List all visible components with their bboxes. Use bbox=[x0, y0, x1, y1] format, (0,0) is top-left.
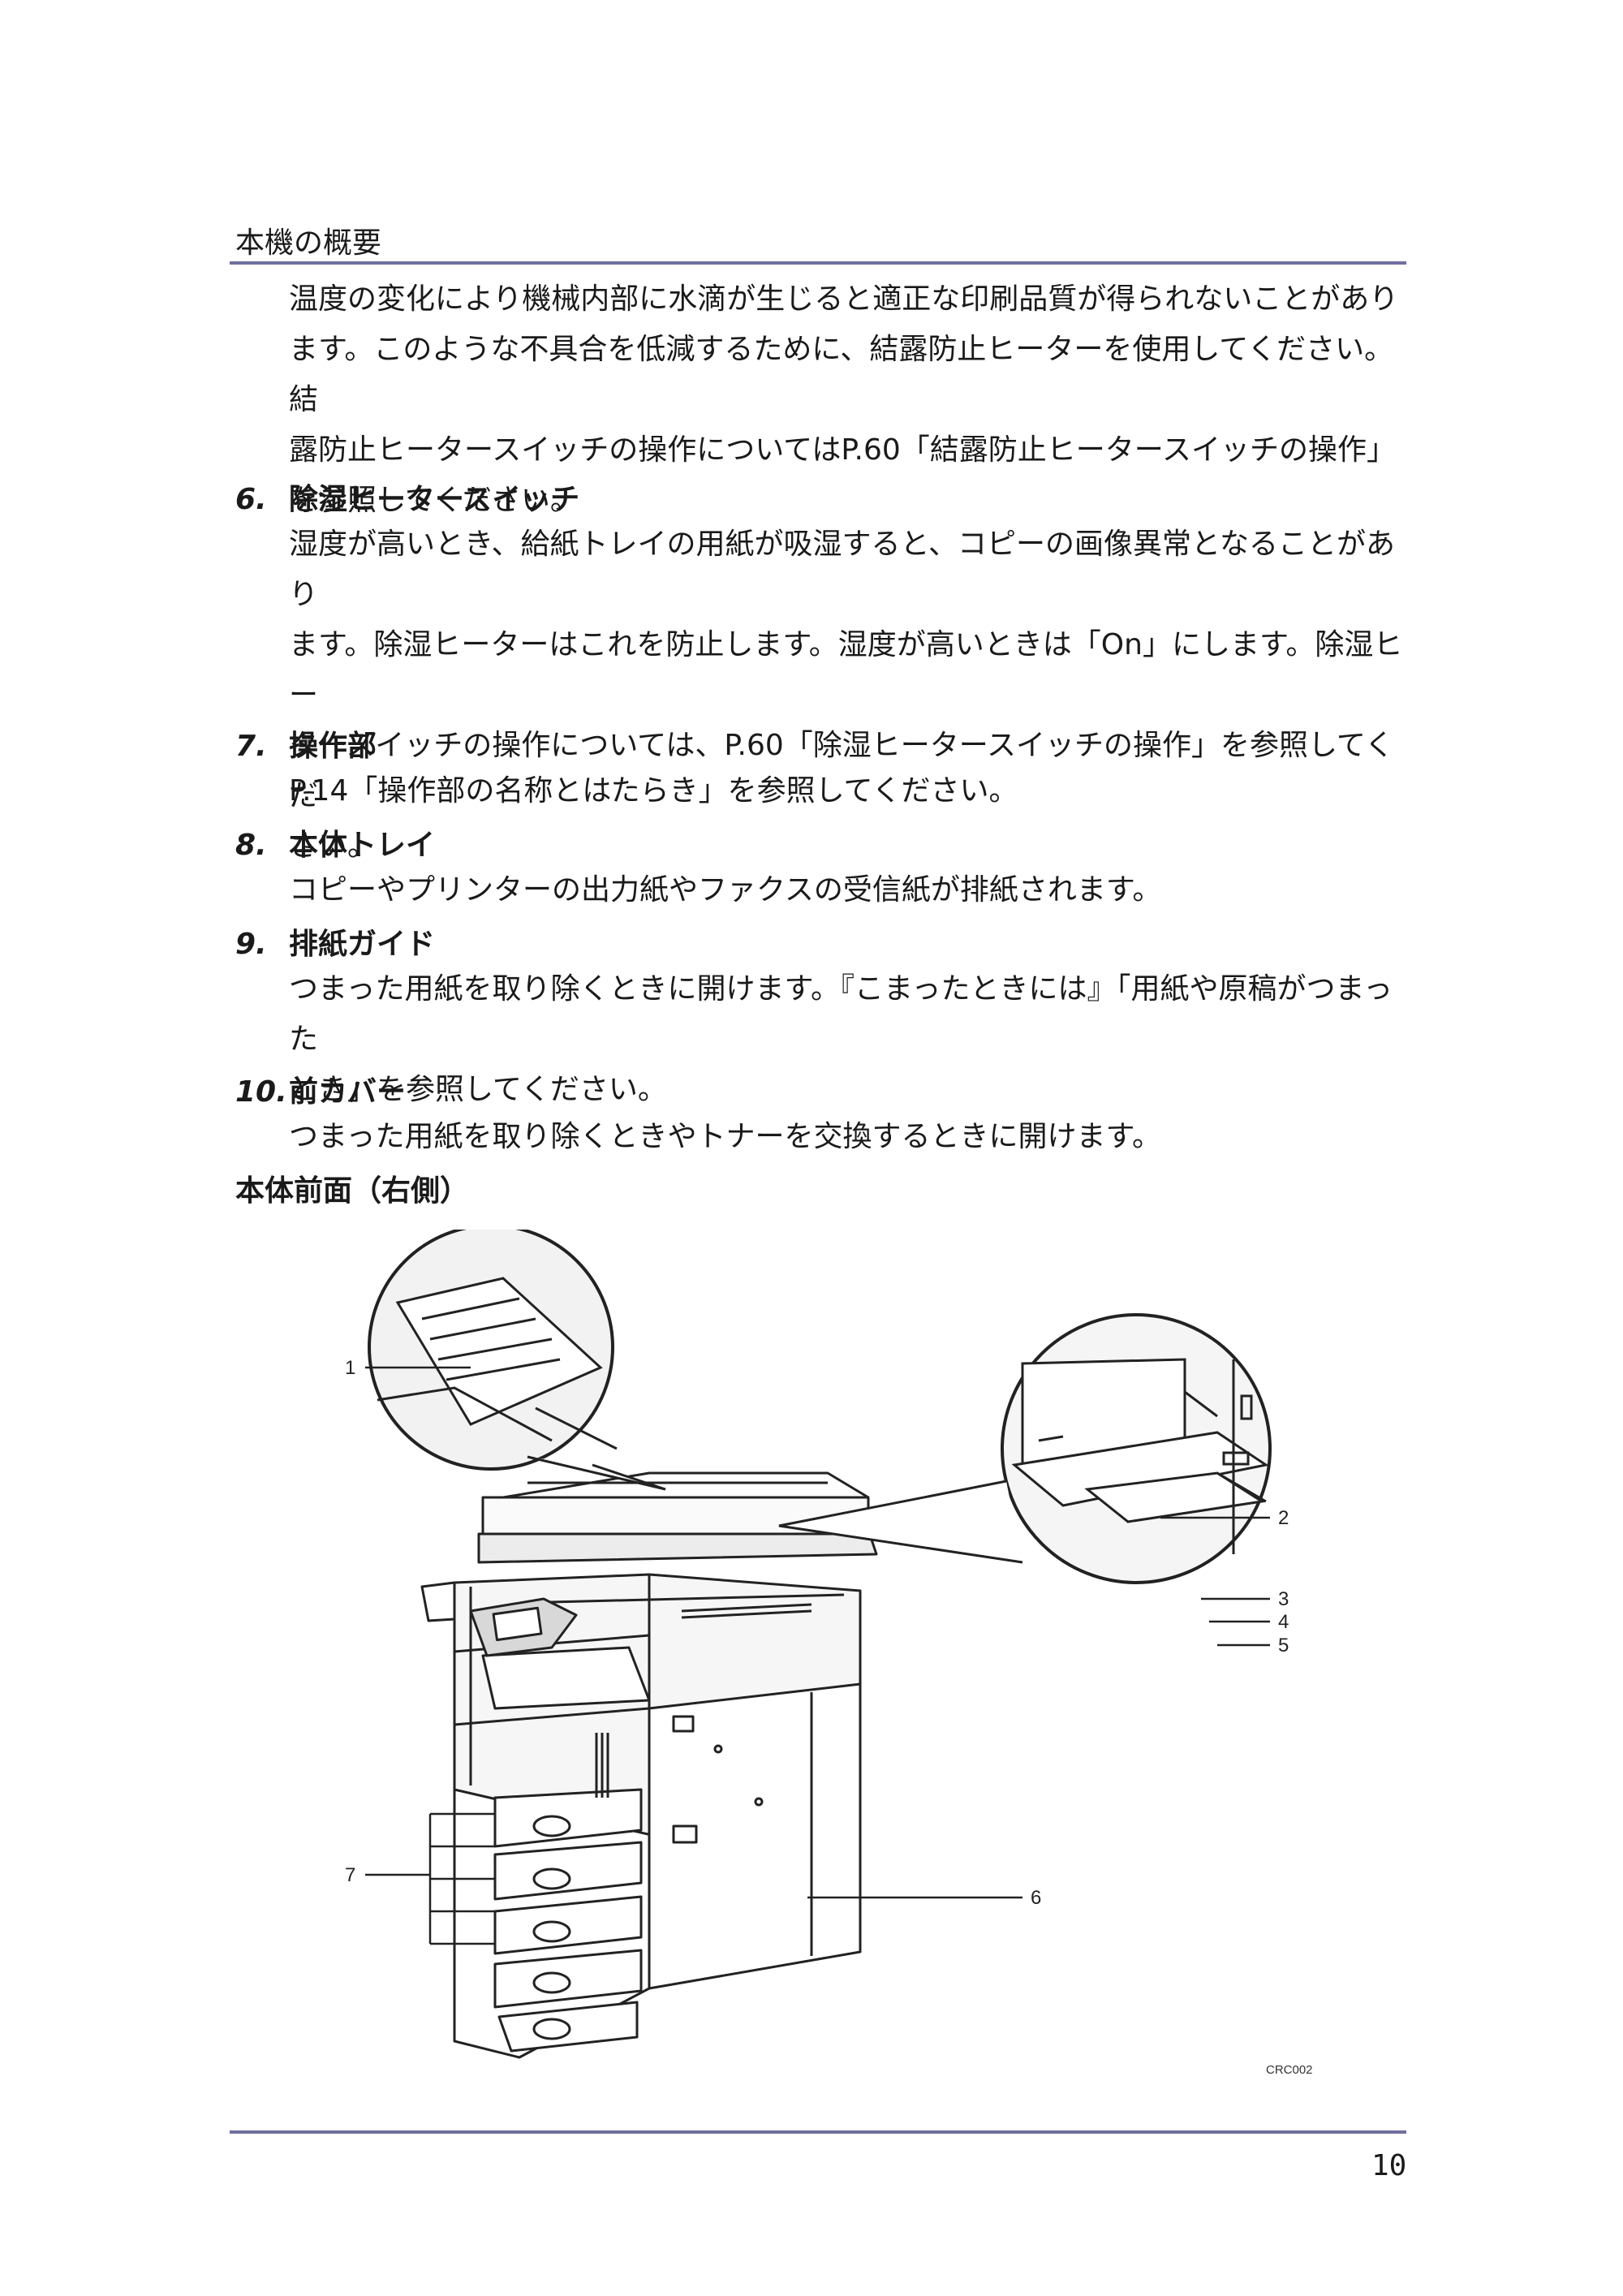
item-number: 9. bbox=[235, 928, 267, 961]
paragraph-dehumidify-heater: 湿度が高いとき、給紙トレイの用紙が吸湿すると、コピーの画像異常となることがあり … bbox=[289, 519, 1409, 872]
callout-4: 4 bbox=[1278, 1611, 1289, 1633]
text-line: タースイッチの操作については、P.60「除湿ヒータースイッチの操作」を参照してく… bbox=[289, 729, 1394, 812]
machine-illustration: 1 2 3 4 5 6 7 CRC002 bbox=[308, 1230, 1339, 2082]
item-7-heading: 7. 操作部 bbox=[235, 722, 377, 765]
item-number: 6. bbox=[235, 483, 267, 516]
text-line: 温度の変化により機械内部に水滴が生じると適正な印刷品質が得られないことがあり bbox=[289, 282, 1399, 316]
item-6-heading: 6. 除湿ヒータースイッチ bbox=[235, 476, 579, 518]
item-title: 前カバー bbox=[289, 1075, 407, 1109]
callout-6: 6 bbox=[1031, 1887, 1041, 1909]
text-line: つまった用紙を取り除くときやトナーを交換するときに開けます。 bbox=[289, 1120, 1161, 1153]
text-line: P.14「操作部の名称とはたらき」を参照してください。 bbox=[289, 774, 1018, 808]
page-header-title: 本機の概要 bbox=[235, 226, 382, 260]
callout-1: 1 bbox=[345, 1357, 355, 1379]
text-line: ます。このような不具合を低減するために、結露防止ヒーターを使用してください。結 bbox=[289, 333, 1394, 416]
text-line: 露防止ヒータースイッチの操作についてはP.60「結露防止ヒータースイッチの操作」 bbox=[289, 433, 1396, 467]
text-line: コピーやプリンターの出力紙やファクスの受信紙が排紙されます。 bbox=[289, 873, 1162, 907]
paragraph-internal-tray: コピーやプリンターの出力紙やファクスの受信紙が排紙されます。 bbox=[289, 865, 1409, 915]
header-divider bbox=[230, 261, 1406, 265]
paragraph-front-cover: つまった用紙を取り除くときやトナーを交換するときに開けます。 bbox=[289, 1112, 1409, 1162]
page-number: 10 bbox=[1371, 2149, 1407, 2182]
item-9-heading: 9. 排紙ガイド bbox=[235, 920, 435, 963]
paragraph-condensation-heater: 温度の変化により機械内部に水滴が生じると適正な印刷品質が得られないことがあり ま… bbox=[289, 274, 1409, 526]
figure-code: CRC002 bbox=[1266, 2063, 1313, 2077]
text-line: つまった用紙を取り除くときに開けます。『こまったときには』「用紙や原稿がつまった bbox=[289, 972, 1393, 1056]
text-line: を参照してください。 bbox=[289, 484, 579, 517]
callout-3: 3 bbox=[1278, 1588, 1289, 1610]
text-line: 湿度が高いとき、給紙トレイの用紙が吸湿すると、コピーの画像異常となることがあり bbox=[289, 528, 1395, 611]
item-title: 排紙ガイド bbox=[289, 928, 436, 961]
item-title: 除湿ヒータースイッチ bbox=[289, 483, 580, 516]
item-10-heading: 10.前カバー bbox=[235, 1068, 406, 1110]
text-line: ます。除湿ヒーターはこれを防止します。湿度が高いときは「On」にします。除湿ヒー bbox=[289, 628, 1403, 712]
item-number: 7. bbox=[235, 730, 267, 763]
item-8-heading: 8. 本体トレイ bbox=[235, 821, 435, 864]
callout-5: 5 bbox=[1278, 1635, 1289, 1656]
callout-2: 2 bbox=[1278, 1507, 1289, 1529]
text-line: とき」を参照してください。 bbox=[289, 1073, 667, 1106]
callout-7: 7 bbox=[345, 1864, 355, 1886]
item-number: 10. bbox=[235, 1075, 287, 1109]
item-title: 操作部 bbox=[289, 730, 377, 763]
footer-divider bbox=[230, 2130, 1406, 2134]
item-title: 本体トレイ bbox=[289, 829, 436, 862]
section-title: 本体前面（右側） bbox=[235, 1174, 470, 1208]
paragraph-control-panel: P.14「操作部の名称とはたらき」を参照してください。 bbox=[289, 766, 1409, 816]
text-line: さい。 bbox=[289, 829, 377, 863]
paragraph-output-guide: つまった用紙を取り除くときに開けます。『こまったときには』「用紙や原稿がつまった… bbox=[289, 964, 1409, 1115]
item-number: 8. bbox=[235, 829, 267, 862]
